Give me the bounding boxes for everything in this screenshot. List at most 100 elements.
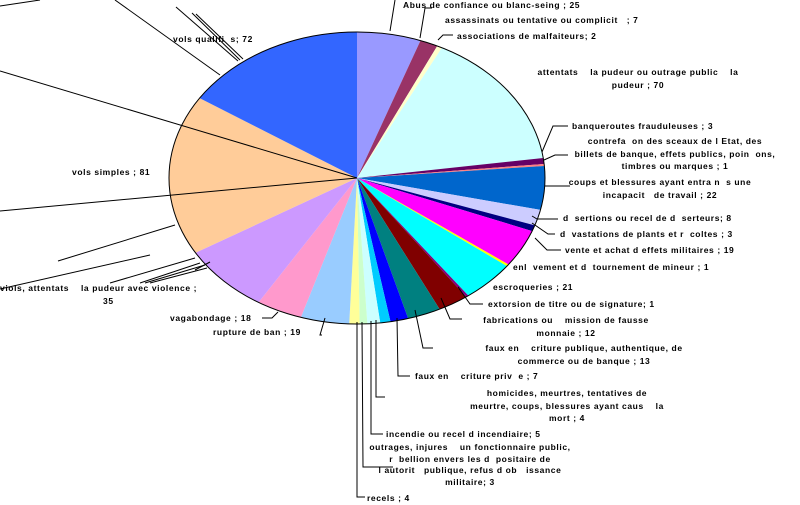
pie-slice bbox=[357, 178, 467, 310]
label-line: incapacit de travail ; 22 bbox=[602, 189, 718, 200]
leader-line bbox=[541, 125, 568, 153]
pie-slice bbox=[258, 178, 357, 318]
leader-line bbox=[139, 262, 201, 284]
label-line: coups et blessures ayant entra n s une bbox=[568, 177, 752, 187]
data-label: recels ; 4 bbox=[367, 493, 410, 503]
label-line: monnaie ; 12 bbox=[536, 327, 596, 338]
leader-line bbox=[262, 311, 279, 319]
data-label: d sertions ou recel de d serteurs; 8 bbox=[563, 213, 732, 223]
label-line: meurtre, coups, blessures ayant caus la bbox=[470, 400, 664, 411]
pie-slice bbox=[357, 178, 533, 265]
data-label: 35 bbox=[103, 296, 114, 306]
leader-line bbox=[175, 6, 239, 62]
label-line: billets de banque, effets publics, poin … bbox=[574, 148, 776, 159]
leader-line bbox=[114, 0, 221, 76]
data-label: faux en criture publique, authentique, d… bbox=[434, 342, 734, 367]
pie-slice bbox=[199, 32, 357, 178]
leader-line bbox=[319, 317, 326, 336]
label-line: contrefa on des sceaux de l Etat, des bbox=[587, 136, 763, 146]
data-label: vols simples ; 81 bbox=[72, 167, 151, 177]
pie-slice bbox=[357, 45, 442, 179]
data-label: attentats la pudeur ou outrage public la… bbox=[508, 66, 768, 91]
leader-line bbox=[457, 286, 483, 305]
pie-slice bbox=[357, 165, 545, 210]
leader-line bbox=[375, 320, 385, 398]
pie-slice bbox=[357, 178, 409, 322]
label-line: fabrications ou mission de fausse bbox=[483, 315, 649, 325]
pie-slice bbox=[300, 178, 357, 324]
pie-slice bbox=[168, 98, 357, 253]
leader-line bbox=[543, 154, 568, 161]
leader-line bbox=[437, 34, 453, 41]
data-label: homicides, meurtres, tentatives de meurtr… bbox=[417, 387, 717, 425]
label-line: mort ; 4 bbox=[549, 413, 585, 423]
leader-line bbox=[0, 70, 358, 179]
data-label: viols, attentats la pudeur avec violence… bbox=[0, 283, 198, 293]
pie-slice bbox=[357, 178, 469, 297]
data-label: vagabondage ; 18 bbox=[170, 313, 252, 323]
data-label: enl vement et d tournement de mineur ; 1 bbox=[513, 262, 710, 272]
pie-slice bbox=[357, 178, 381, 324]
leader-line bbox=[396, 317, 410, 377]
pie-slice bbox=[357, 32, 421, 178]
pie-slice bbox=[357, 157, 545, 178]
data-label: faux en criture priv e ; 7 bbox=[415, 371, 539, 381]
leader-line bbox=[0, 0, 41, 7]
leader-line bbox=[0, 254, 151, 290]
leader-line bbox=[191, 12, 241, 61]
data-label: incendie ou recel d incendiaire; 5 bbox=[386, 429, 541, 439]
leader-line bbox=[389, 0, 396, 32]
leader-line bbox=[419, 7, 432, 39]
leader-line bbox=[195, 13, 244, 60]
pie-slice bbox=[349, 178, 360, 324]
label-line: timbres ou marques ; 1 bbox=[621, 161, 729, 171]
label-line: outrages, injures un fonctionnaire publi… bbox=[369, 442, 571, 452]
label-line: faux en criture publique, authentique, d… bbox=[485, 343, 683, 353]
pie-slice bbox=[357, 178, 541, 226]
leader-line bbox=[149, 267, 208, 284]
leader-line bbox=[57, 224, 176, 262]
label-line: r bellion envers les d positaire de bbox=[389, 453, 551, 464]
leader-line bbox=[440, 297, 462, 320]
pie-slice bbox=[195, 178, 357, 303]
pie-slice bbox=[357, 163, 545, 178]
data-label: extorsion de titre ou de signature; 1 bbox=[488, 299, 655, 309]
leader-line bbox=[109, 257, 196, 284]
data-label: coups et blessures ayant entra n s une in… bbox=[560, 176, 760, 201]
leader-line bbox=[414, 309, 433, 349]
leader-line bbox=[361, 321, 393, 468]
pie-slice bbox=[357, 178, 391, 323]
data-label: vente et achat d effets militaires ; 19 bbox=[565, 245, 735, 255]
data-label: rupture de ban ; 19 bbox=[213, 327, 301, 337]
leader-line bbox=[144, 264, 206, 284]
pie-slice bbox=[357, 40, 438, 178]
leader-line bbox=[531, 215, 558, 220]
pie-slice bbox=[357, 178, 509, 267]
data-label: vols qualifi s; 72 bbox=[173, 34, 253, 44]
leader-line bbox=[356, 322, 365, 498]
leader-line bbox=[531, 222, 555, 235]
data-label: fabrications ou mission de fausse monnaie… bbox=[466, 314, 666, 339]
leader-line bbox=[0, 177, 358, 212]
pie-slice bbox=[357, 178, 535, 232]
leader-line bbox=[534, 237, 561, 251]
data-label: banqueroutes frauduleuses ; 3 bbox=[572, 121, 714, 131]
data-label: Abus de confiance ou blanc-seing ; 25 bbox=[403, 0, 581, 10]
data-label: d vastations de plants et r coltes ; 3 bbox=[560, 229, 733, 239]
label-line: commerce ou de banque ; 13 bbox=[517, 355, 651, 366]
data-label: escroqueries ; 21 bbox=[493, 282, 574, 292]
data-label: outrages, injures un fonctionnaire publi… bbox=[330, 442, 610, 488]
pie-slice bbox=[357, 178, 440, 319]
data-label: contrefa on des sceaux de l Etat, des bil… bbox=[550, 135, 800, 173]
label-line: pudeur ; 70 bbox=[611, 79, 665, 90]
data-label: associations de malfaiteurs; 2 bbox=[457, 31, 597, 41]
pie-slice bbox=[357, 178, 368, 324]
label-line: l autorit publique, refus d ob issance bbox=[378, 465, 562, 475]
label-line: homicides, meurtres, tentatives de bbox=[486, 388, 648, 398]
label-line: attentats la pudeur ou outrage public la bbox=[537, 67, 739, 77]
leader-line bbox=[194, 261, 211, 271]
leader-line bbox=[370, 321, 383, 435]
pie-slice bbox=[357, 178, 507, 296]
data-label: assassinats ou tentative ou complicit ; … bbox=[445, 15, 639, 25]
